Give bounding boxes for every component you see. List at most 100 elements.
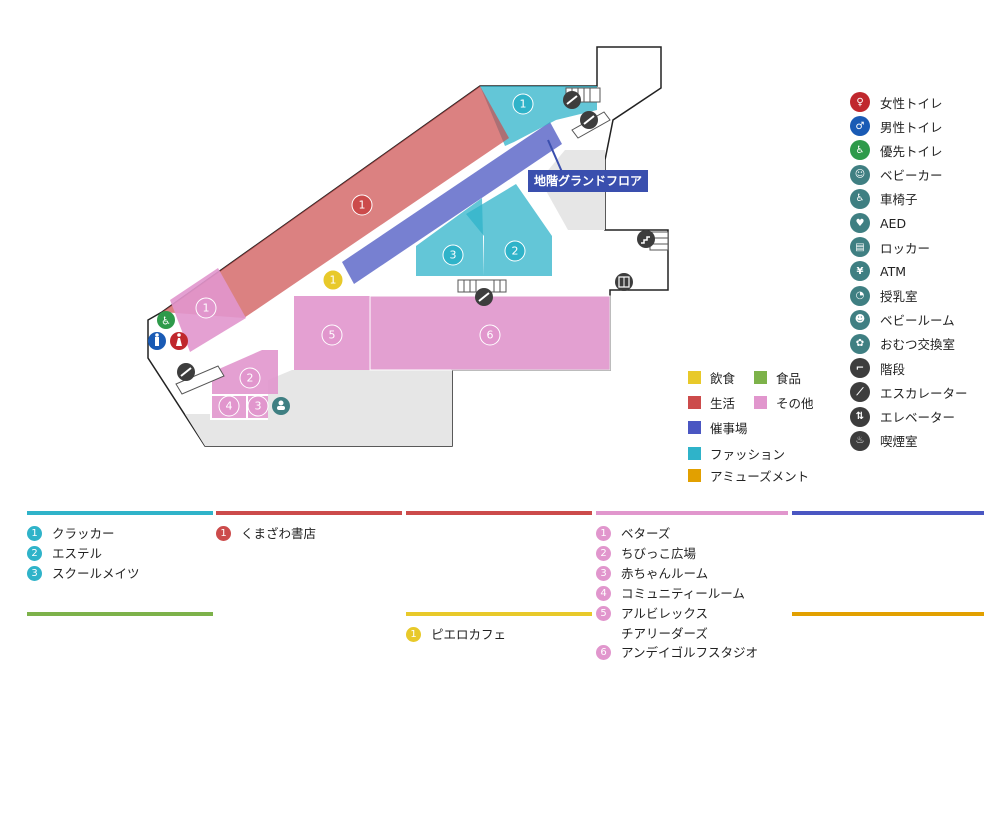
facility-legend-label: ロッカー [880,240,931,256]
svg-text:2: 2 [512,245,519,258]
amusement-category-bar [792,612,984,616]
category-legend-item-grocery: 食品 [754,368,801,386]
facility-legend-item: ☻ベビールーム [850,308,995,332]
shop-number-badge: 4 [596,586,611,601]
food-drink-category-bar [406,612,592,616]
shop-marker-other-2[interactable]: 2 [239,367,261,389]
escalator-icon[interactable] [571,111,611,139]
facility-legend-item: ♿車椅子 [850,187,995,211]
facility-legend-label: エスカレーター [880,385,968,401]
baby-room-icon[interactable] [272,397,290,415]
facility-legend-label: 優先トイレ [880,143,943,159]
shop-marker-other-4[interactable]: 4 [218,395,240,417]
category-legend-item-living: 生活 [688,393,735,411]
shop-marker-other-6[interactable]: 6 [479,324,501,346]
shop-list-item[interactable]: 6 アンデイゴルフスタジオ [596,643,786,663]
escalator-icon[interactable] [457,279,507,306]
shop-list-item[interactable]: 3 スクールメイツ [27,564,212,584]
shop-name: スクールメイツ [52,566,140,581]
stairs-icon[interactable] [637,230,669,251]
facility-legend-label: ATM [880,263,907,279]
svg-text:3: 3 [255,400,262,413]
fashion-category-bar [27,511,213,515]
event-hall-callout-label[interactable]: 地階グランドフロア [528,170,649,192]
shop-marker-other-3[interactable]: 3 [247,395,269,417]
facility-legend-item: ⌐階段 [850,356,995,380]
category-label: アミューズメント [710,468,810,484]
event-hall-area[interactable] [342,122,562,284]
facility-legend-label: 授乳室 [880,289,918,305]
facility-legend-item: ▤ ロッカー [850,235,995,259]
shop-name: ピエロカフェ [431,627,507,642]
facility-legend-label: ベビールーム [880,313,955,329]
category-label: 食品 [776,370,802,386]
locker-icon: ▤ [850,237,870,258]
category-label: 生活 [710,395,736,411]
shop-number-badge: 1 [216,526,231,541]
shop-marker-food-1[interactable]: 1 [322,269,344,291]
living-category-bar-2 [406,511,592,515]
facility-legend-item: ✿ おむつ交換室 [850,332,995,356]
facility-legend-label: 男性トイレ [880,119,943,135]
shop-number-badge: 5 [596,606,611,621]
elevator-icon: ⇅ [850,406,870,427]
shop-marker-fashion-1[interactable]: 1 [512,93,534,115]
shop-marker-other-5[interactable]: 5 [321,324,343,346]
shop-name: アンデイゴルフスタジオ [621,645,759,660]
shop-name: ちびっこ広場 [621,546,697,561]
shop-marker-living-1[interactable]: 1 [351,194,373,216]
facility-legend-label: おむつ交換室 [880,337,956,353]
diaper-changing-icon: ✿ [850,333,870,354]
shop-number-badge: 3 [27,566,42,581]
shop-name: 赤ちゃんルーム [621,566,709,581]
facility-legend-item: ⇅エレベーター [850,404,995,428]
facility-legend-label: ベビーカー [880,168,943,184]
shop-number-badge: 2 [596,546,611,561]
category-swatch [688,395,701,409]
elevator-icon[interactable] [615,273,633,291]
womens-restroom-icon[interactable] [170,332,188,350]
stroller-icon: ☺ [850,164,870,185]
stairs-icon: ⌐ [850,358,870,379]
shop-marker-fashion-2[interactable]: 2 [504,240,526,262]
facility-legend-item: ♂ 男性トイレ [850,114,995,138]
category-legend-item-event: 催事場 [688,418,748,436]
accessible-restroom-icon: ♿ [850,140,870,161]
shop-number-badge: 1 [596,526,611,541]
svg-text:1: 1 [520,98,527,111]
other-category-bar [596,511,788,515]
svg-text:4: 4 [226,400,233,413]
shop-marker-other-1[interactable]: 1 [195,297,217,319]
shop-area-living-1[interactable] [162,86,509,318]
mens-restroom-icon[interactable] [148,332,166,350]
shop-marker-fashion-3[interactable]: 3 [442,244,464,266]
escalator-icon[interactable] [563,87,601,109]
event-category-bar [792,511,984,515]
svg-text:♿: ♿ [161,315,171,328]
facility-legend-item: ◔授乳室 [850,284,995,308]
grocery-category-bar [27,612,213,616]
common-area-lower [185,370,452,446]
shop-number-badge: 6 [596,645,611,660]
mens-restroom-icon: ♂ [850,116,870,137]
escalator-icon[interactable] [175,363,225,395]
shop-number-badge: 1 [27,526,42,541]
shop-area-fashion-2[interactable] [466,184,552,276]
facility-legend-item: ♥AED [850,211,995,235]
svg-text:3: 3 [450,249,457,262]
accessible-restroom-icon[interactable]: ♿ [157,311,175,329]
shop-list-item[interactable]: 2 ちびっこ広場 [596,544,786,564]
smoking-room-icon: ♨ [850,430,870,451]
shop-area-fashion-3[interactable] [416,198,484,276]
